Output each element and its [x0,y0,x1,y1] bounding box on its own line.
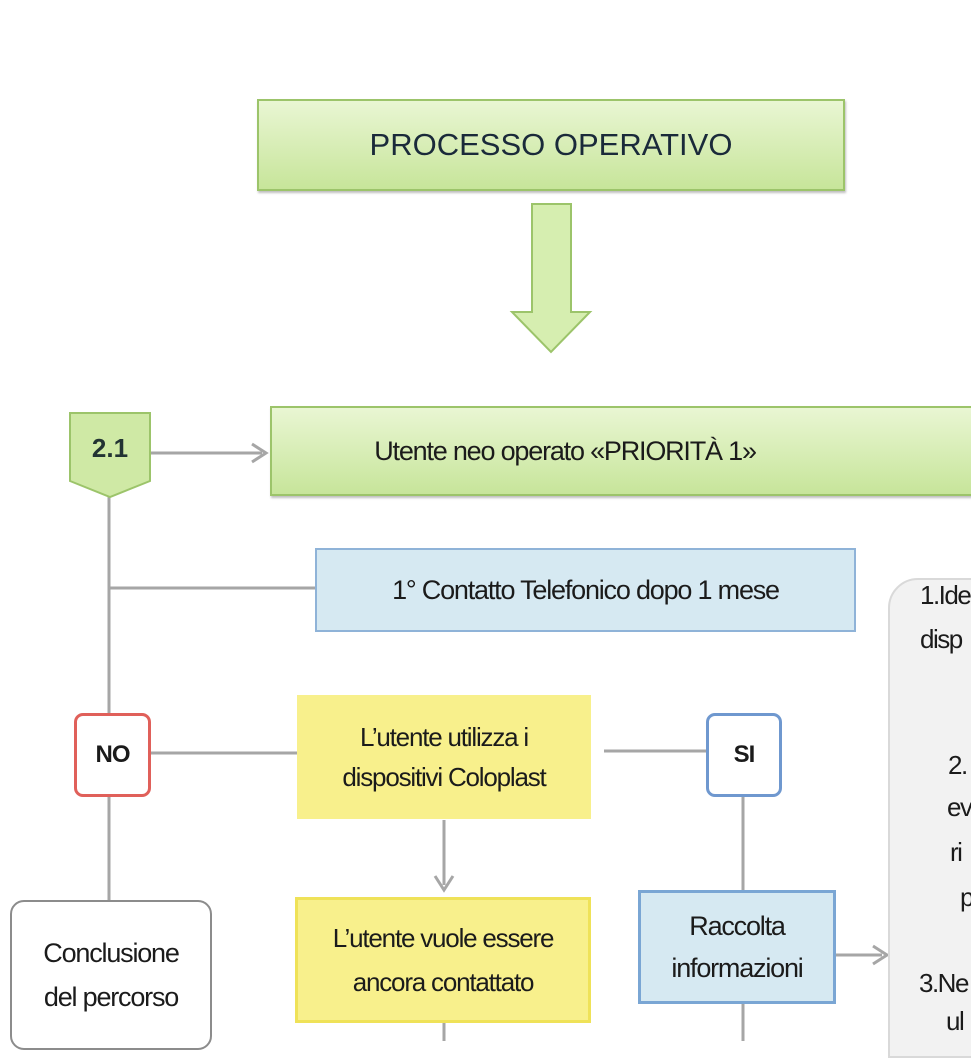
first-contact-label: 1° Contatto Telefonico dopo 1 mese [392,574,780,605]
side-list-item: 2. [948,750,968,780]
step-label-box: Utente neo operato «PRIORITÀ 1» [270,406,971,496]
step-badge-shape [69,412,151,499]
step-number-badge: 2.1 [70,413,150,483]
answer-no-badge: NO [74,713,151,797]
answer-si-label: SI [733,741,756,768]
uses-devices-line: dispositivi Coloplast [342,762,546,792]
wants-contact-line: ancora contattato [352,967,535,997]
side-list-item: 1.Ide [920,580,971,610]
question-down-arrowhead [433,875,455,893]
first-contact-box: 1° Contatto Telefonico dopo 1 mese [315,548,856,632]
side-list-item: ev [947,792,971,822]
process-title: PROCESSO OPERATIVO [369,127,733,162]
down-arrow-icon [509,203,593,354]
end-path-box: Conclusione del percorso [10,900,212,1050]
side-list-item: 3.Ne [919,968,969,998]
collect-info-box: Raccolta informazioni [638,890,836,1004]
side-list-item: ri [950,837,963,867]
uses-devices-question: L’utente utilizza i dispositivi Coloplas… [297,695,591,819]
step-link-arrowhead [251,442,269,464]
side-panel [888,578,971,1058]
collect-link-arrowhead [872,944,890,966]
side-list-item: disp [920,624,963,654]
side-list-item: p [960,882,971,912]
end-path-line: Conclusione [43,938,180,968]
process-title-box: PROCESSO OPERATIVO [257,99,845,191]
wants-contact-question: L’utente vuole essere ancora contattato [295,897,591,1023]
collect-info-line: Raccolta [689,911,786,941]
wants-contact-line: L’utente vuole essere [332,923,555,953]
end-path-line: del percorso [43,982,179,1012]
answer-no-label: NO [95,741,131,768]
uses-devices-line: L’utente utilizza i [360,722,529,752]
collect-info-line: informazioni [671,953,803,983]
side-list-item: ul [946,1006,965,1036]
step-label: Utente neo operato «PRIORITÀ 1» [374,435,757,466]
answer-si-badge: SI [706,713,782,797]
step-number: 2.1 [91,432,129,463]
